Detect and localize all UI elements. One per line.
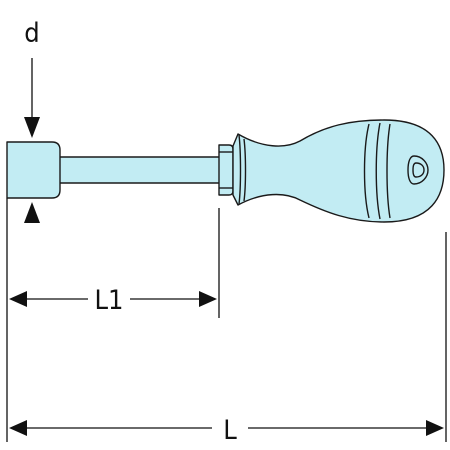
handle-hang-hole-inner xyxy=(412,162,425,178)
shaft xyxy=(57,156,221,184)
dimensions xyxy=(6,58,447,442)
label-l1: L1 xyxy=(95,285,124,316)
handle-grip-line xyxy=(363,123,370,219)
arrowhead-icon xyxy=(9,420,27,436)
arrowhead-icon xyxy=(24,117,40,138)
handle-grip-line xyxy=(386,123,391,219)
nut-driver-tool xyxy=(6,119,445,223)
handle-neck-rib xyxy=(238,134,242,205)
handle-neck-rib xyxy=(243,138,247,202)
handle xyxy=(232,119,445,223)
label-l: L xyxy=(223,415,237,446)
arrowhead-icon xyxy=(199,291,217,307)
arrowhead-icon xyxy=(426,420,444,436)
label-d: d xyxy=(24,18,39,49)
arrowhead-icon xyxy=(24,202,40,223)
socket-head xyxy=(6,141,61,199)
arrowhead-icon xyxy=(9,291,27,307)
handle-grip-line xyxy=(375,122,381,220)
